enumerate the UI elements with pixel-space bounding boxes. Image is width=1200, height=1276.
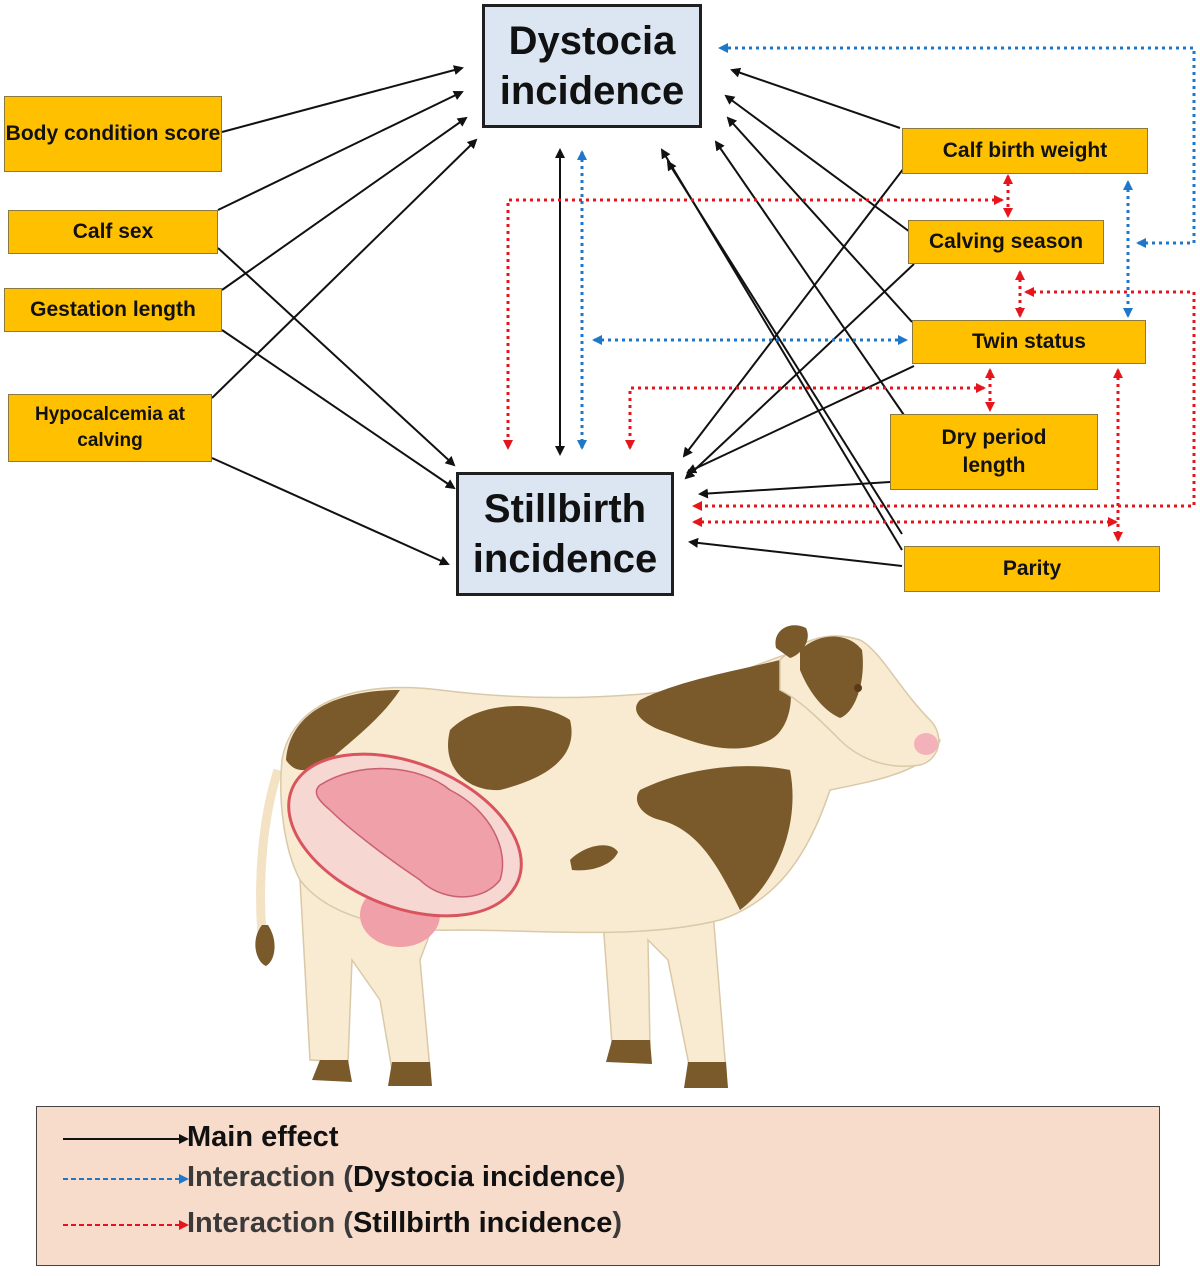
dystocia-incidence-box: Dystocia incidence: [482, 4, 702, 128]
factor-parity: Parity: [904, 546, 1160, 592]
legend-main-effect: Main effect: [37, 1119, 1159, 1159]
legend-main-effect-line: [63, 1134, 189, 1144]
blue-season-dystocia: [718, 43, 1196, 248]
factor-gestation-length: Gestation length: [4, 288, 222, 332]
stillbirth-interaction-arrows: [503, 174, 1196, 542]
legend-interaction-prefix-1: Interaction (: [187, 1161, 353, 1193]
legend-main-effect-label: Main effect: [187, 1121, 339, 1153]
dystocia-incidence-label: Dystocia incidence: [499, 19, 685, 113]
arrow-cbw-stillbirth: [682, 167, 905, 458]
factor-calf-sex: Calf sex: [8, 210, 218, 254]
legend-dystocia-interaction-line: [63, 1174, 189, 1184]
factor-calving-season: Calving season: [908, 220, 1104, 264]
stillbirth-incidence-box: Stillbirth incidence: [456, 472, 674, 596]
arrow-parity-stillbirth: [688, 537, 903, 567]
factor-body-condition-score: Body condition score: [4, 96, 222, 172]
factor-hypocalcemia-at-calving: Hypocalcemia at calving: [8, 394, 212, 462]
legend-interaction-suffix-1: ): [615, 1161, 626, 1193]
factor-calf-birth-weight: Calf birth weight: [902, 128, 1148, 174]
arrow-bcs-dystocia: [221, 65, 464, 133]
legend-stillbirth-interaction-line: [63, 1220, 189, 1230]
arrow-season-dystocia: [724, 94, 911, 233]
red-twin-stillbirth: [692, 287, 1196, 511]
factor-dry-period-length: Dry period length: [890, 414, 1098, 490]
arrow-calfsex-dystocia: [217, 90, 464, 211]
legend-dystocia-interaction: Interaction (Dystocia incidence): [37, 1159, 1159, 1199]
arrow-dry-stillbirth: [698, 481, 891, 499]
legend-interaction-suffix-2: ): [612, 1207, 623, 1239]
red-season-stillbirth: [503, 195, 1004, 450]
legend: Main effect Interaction (Dystocia incide…: [36, 1106, 1160, 1266]
factor-twin-status: Twin status: [912, 320, 1146, 364]
legend-dystocia-label: Dystocia incidence: [352, 1161, 616, 1193]
red-dry-stillbirth: [625, 383, 986, 450]
arrow-gestation-dystocia: [221, 116, 468, 291]
stillbirth-incidence-label: Stillbirth incidence: [472, 487, 658, 581]
arrow-hypocalcemia-stillbirth: [211, 457, 450, 566]
legend-stillbirth-label: Stillbirth incidence: [352, 1207, 613, 1239]
legend-stillbirth-interaction: Interaction (Stillbirth incidence): [37, 1205, 1159, 1245]
arrow-calfsex-stillbirth: [217, 247, 456, 467]
arrow-season-stillbirth: [684, 263, 915, 480]
cow-illustration: [255, 625, 942, 1088]
arrow-hypocalcemia-dystocia: [211, 138, 478, 399]
legend-interaction-prefix-2: Interaction (: [187, 1207, 353, 1239]
arrow-gestation-stillbirth: [221, 329, 456, 490]
